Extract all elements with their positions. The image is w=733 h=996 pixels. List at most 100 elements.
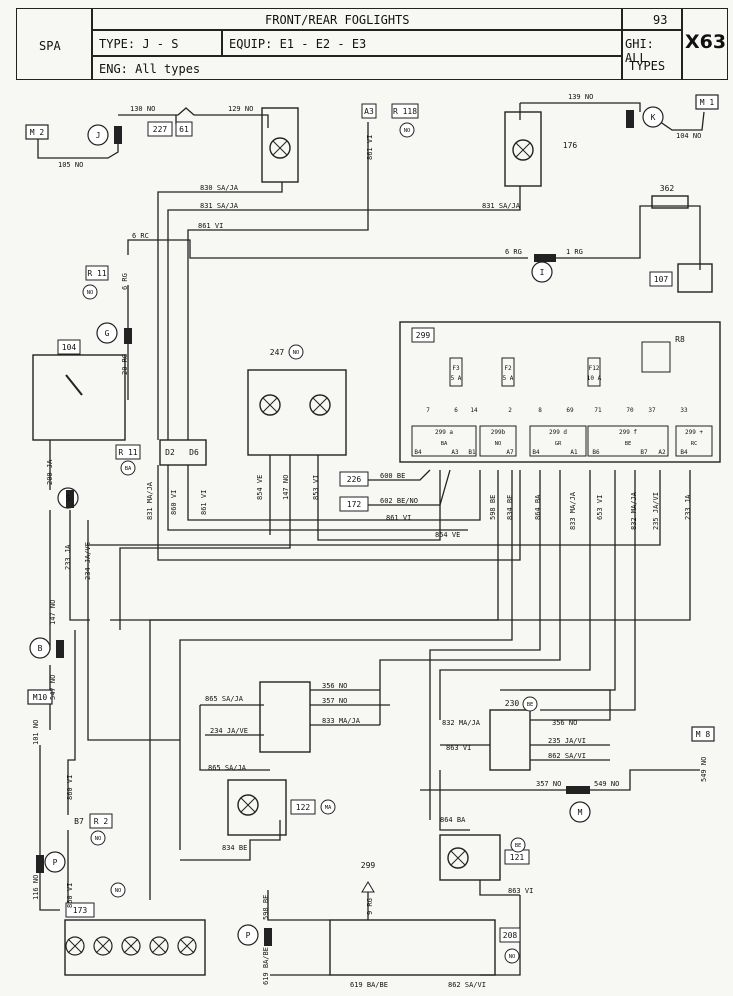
ground-m8-label: M 8 [696,730,711,739]
wire-861-d: 861 VI [386,514,411,522]
label-61: 61 [179,125,189,134]
connector-j [87,124,109,146]
badge-ma: MA [325,805,332,811]
label-a3: A3 [364,107,374,116]
rear-fog-lamp-121-icon [447,847,469,869]
label-173: 173 [73,906,88,915]
slot-299d: 299 d [549,429,567,436]
wire-labels-horizontal: 130 NO 129 NO 105 NO 139 NO 104 NO 830 S… [58,93,701,989]
pin-a7: A7 [506,449,514,456]
pin-2: 2 [508,407,512,414]
lamp-switch-left-icon [259,394,281,416]
slot-299b: 299b [491,429,506,436]
connector-k [642,106,664,128]
pin-8: 8 [538,407,542,414]
wire-9rg: 9 RG [366,898,374,915]
pin-6: 6 [454,407,458,414]
eng-label: ENG: All types [99,62,201,76]
ghi-cell: GHI: ALL TYPES [622,30,682,80]
wire-598: 598 BE [489,495,497,520]
type-label: TYPE: J - S [99,37,179,51]
ground-m2-label: M 2 [30,128,45,137]
wire-861-b: 861 VI [198,222,223,230]
connector-p-right-label: P [246,931,251,940]
wire-549-a: 549 NO [594,780,619,788]
pin-71: 71 [594,407,602,414]
ground-m10-label: M10 [33,693,48,702]
lamp-front-left-icon [269,137,291,159]
wire-200: 200 JA [46,459,54,485]
wire-labels-vertical: 861 VI 6 RG 20 RG 200 JA 831 MA/JA 860 V… [32,135,708,985]
spa-cell: SPA [16,8,92,80]
pin-b7: B7 [640,449,648,456]
wire-139: 139 NO [568,93,593,101]
badge-ba: BA [125,466,132,472]
label-r2: R 2 [94,817,109,826]
title-cell: FRONT/REAR FOGLIGHTS [92,8,622,30]
wire-129: 129 NO [228,105,253,113]
fuse-362 [651,195,689,209]
equip-label: EQUIP: E1 - E2 - E3 [229,37,367,51]
badge-rc: RC [691,441,698,447]
label-b7: B7 [74,817,84,826]
wire-833-b: 833 MA/JA [322,717,361,725]
pin-37: 37 [648,407,656,414]
label-122: 122 [296,803,311,812]
label-227: 227 [153,125,168,134]
wire-356-a: 356 NO [322,682,347,690]
wire-147-b: 147 NO [49,600,57,625]
page-title: FRONT/REAR FOGLIGHTS [265,13,410,27]
connector-b-label: B [38,644,43,653]
fuse-f12-rating: 10 A [587,375,602,382]
fuse-f2-rating: 5 A [503,375,514,382]
label-r11-a: R 11 [87,269,106,278]
connector-s-label: S [66,494,71,503]
connector-g [96,322,118,344]
wire-6rc: 6 RC [132,232,149,240]
label-247: 247 [270,348,285,357]
wire-831-a: 831 SA/JA [200,202,239,210]
label-176: 176 [563,141,578,150]
connector-g-label: G [105,329,110,338]
wire-357-b: 357 NO [536,780,561,788]
cluster-lamps [65,936,197,956]
label-226: 226 [347,475,362,484]
rear-fog-relay-121 [439,834,501,881]
relay-box-left [259,681,311,753]
rear-fog-relay-122 [227,779,287,836]
pin-14: 14 [470,407,478,414]
rear-fog-lamp-122-icon [237,794,259,816]
wire-105: 105 NO [58,161,83,169]
wire-860-b: 860 VI [66,775,74,800]
cluster-173 [64,919,206,976]
wire-234-a: 234 JA/VE [84,542,92,580]
wire-831-b: 831 SA/JA [482,202,521,210]
wire-862-a: 862 SA/VI [548,752,586,760]
pin-a1: A1 [570,449,578,456]
wire-6rg-b: 6 RG [121,273,129,290]
badge-ba-299: BA [441,441,448,447]
lamp-front-right-icon [512,139,534,161]
label-362: 362 [660,184,675,193]
wire-865-b: 865 SA/JA [208,764,247,772]
wire-598-b: 598 BE [262,895,270,920]
label-r118: R 118 [393,107,417,116]
wire-830: 830 SA/JA [200,184,239,192]
equip-cell: EQUIP: E1 - E2 - E3 [222,30,622,56]
page-number: 93 [653,13,668,27]
pin-7: 7 [426,407,430,414]
wire-357-a: 357 NO [322,697,347,705]
foglight-front-left-box [261,107,299,183]
lamp-cross-icons [67,140,531,954]
wire-833-a: 833 MA/JA [569,491,577,530]
diagram-code: X63 [685,31,727,53]
fuse-f3-rating: 5 A [451,375,462,382]
fuses [411,341,713,457]
type-cell: TYPE: J - S [92,30,222,56]
label-208: 208 [503,931,518,940]
connector-m-label: M [578,808,583,817]
pin-70: 70 [626,407,634,414]
ghi-line1: GHI: ALL [625,37,654,65]
badge-be-299: BE [625,441,632,447]
